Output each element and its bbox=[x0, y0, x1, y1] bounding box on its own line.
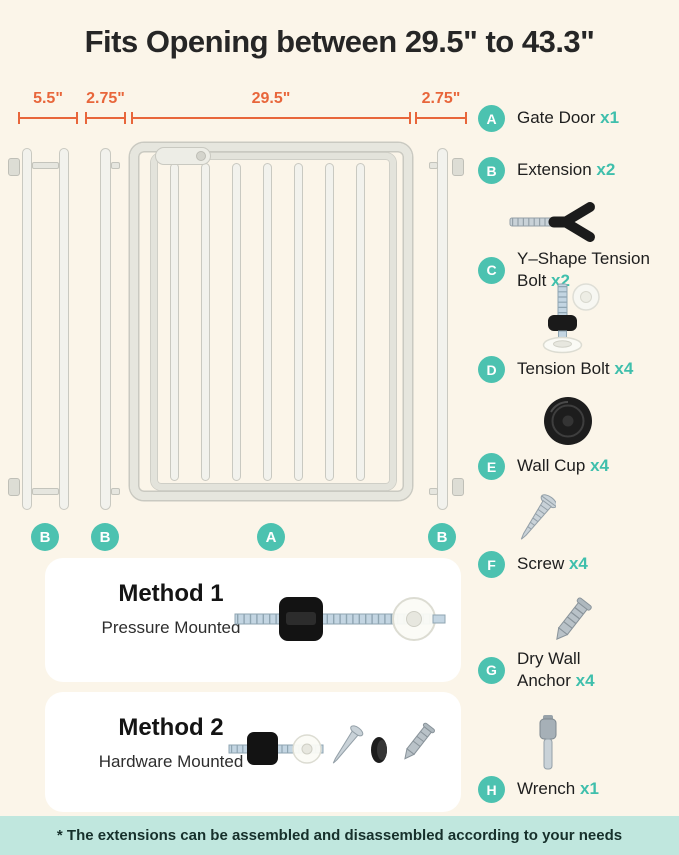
badge-extension: B bbox=[91, 523, 119, 551]
extension-wide-bar bbox=[22, 148, 32, 510]
wrench-image bbox=[539, 715, 557, 770]
method-2-card: Method 2 Hardware Mounted bbox=[45, 692, 461, 812]
drywall-anchor-image bbox=[556, 597, 592, 640]
gate-bar bbox=[356, 163, 365, 481]
dimension-line bbox=[415, 112, 467, 124]
tension-bolt-image bbox=[542, 283, 600, 354]
dimension-label: 5.5" bbox=[33, 90, 63, 107]
part-count: x4 bbox=[575, 671, 595, 691]
part-letter-badge: C bbox=[478, 256, 505, 284]
part-count: x1 bbox=[580, 779, 599, 799]
wall-cup-image bbox=[544, 397, 592, 445]
wall-cup-top-left bbox=[8, 158, 20, 176]
hardware-set-image bbox=[228, 722, 435, 765]
screw-image bbox=[520, 494, 556, 540]
part-label: Extension x2 bbox=[517, 160, 616, 180]
dimension-extension-narrow-left: 2.75" bbox=[85, 90, 126, 130]
extension-connector bbox=[111, 488, 120, 495]
footer-note: * The extensions can be assembled and di… bbox=[0, 816, 679, 855]
part-letter-badge: H bbox=[478, 776, 505, 803]
dimension-extension-narrow-right: 2.75" bbox=[415, 90, 467, 130]
part-row-drywall-anchor: G Dry Wall Anchor x4 bbox=[478, 648, 617, 692]
dimension-label: 29.5" bbox=[251, 90, 291, 107]
dimension-label: 2.75" bbox=[421, 90, 461, 107]
part-count: x4 bbox=[568, 554, 588, 574]
method-1-text: Method 1 Pressure Mounted bbox=[73, 580, 269, 638]
part-label: Dry Wall Anchor x4 bbox=[517, 649, 595, 691]
part-count: x1 bbox=[600, 108, 620, 128]
part-row-extension: B Extension x2 bbox=[478, 157, 615, 184]
part-row-gate-door: A Gate Door x1 bbox=[478, 105, 619, 132]
method-title: Method 2 bbox=[118, 714, 224, 741]
part-count: x4 bbox=[614, 359, 634, 379]
part-letter-badge: F bbox=[478, 551, 505, 578]
dimension-line bbox=[18, 112, 78, 124]
part-label: Wall Cup x4 bbox=[517, 456, 609, 476]
dimension-gate-door: 29.5" bbox=[131, 90, 411, 130]
extension-wide-bar bbox=[59, 148, 69, 510]
extension-connector bbox=[429, 162, 438, 169]
part-label: Screw x4 bbox=[517, 554, 588, 574]
pressure-bolt-image bbox=[234, 597, 446, 641]
gate-door-inner-frame bbox=[151, 153, 396, 490]
part-row-tension-bolt: D Tension Bolt x4 bbox=[478, 356, 633, 383]
badge-gate-door: A bbox=[257, 523, 285, 551]
extension-narrow-bar bbox=[100, 148, 111, 510]
part-row-screw: F Screw x4 bbox=[478, 551, 588, 578]
extension-narrow-bar bbox=[437, 148, 448, 510]
part-letter-badge: B bbox=[478, 157, 505, 184]
y-shape-tension-bolt-image bbox=[509, 202, 595, 242]
part-letter-badge: G bbox=[478, 656, 505, 684]
extension-connector bbox=[32, 162, 59, 169]
part-row-wrench: H Wrench x1 bbox=[478, 776, 599, 803]
part-count: x2 bbox=[596, 160, 616, 180]
method-subtitle: Pressure Mounted bbox=[101, 618, 241, 637]
wall-cup-bottom-right bbox=[452, 478, 464, 496]
dimension-line bbox=[85, 112, 126, 124]
wall-cup-bottom-left bbox=[8, 478, 20, 496]
part-count: x4 bbox=[590, 456, 609, 476]
part-label: Wrench x1 bbox=[517, 779, 599, 799]
gate-latch-button bbox=[196, 151, 206, 161]
method-title: Method 1 bbox=[118, 580, 224, 607]
gate-door-frame bbox=[130, 143, 412, 500]
method-2-text: Method 2 Hardware Mounted bbox=[73, 714, 269, 772]
dimension-label: 2.75" bbox=[86, 90, 125, 107]
gate-bar bbox=[325, 163, 334, 481]
page-title: Fits Opening between 29.5" to 43.3" bbox=[84, 24, 595, 59]
wall-cup-top-right bbox=[452, 158, 464, 176]
part-letter-badge: E bbox=[478, 453, 505, 480]
badge-extension: B bbox=[428, 523, 456, 551]
extension-connector bbox=[111, 162, 120, 169]
gate-bar bbox=[232, 163, 241, 481]
gate-bar bbox=[170, 163, 179, 481]
gate-bar bbox=[263, 163, 272, 481]
gate-bar bbox=[294, 163, 303, 481]
part-row-wall-cup: E Wall Cup x4 bbox=[478, 453, 609, 480]
method-subtitle: Hardware Mounted bbox=[98, 752, 244, 771]
dimension-extension-wide: 5.5" bbox=[18, 90, 78, 130]
gate-bar bbox=[201, 163, 210, 481]
extension-connector bbox=[32, 488, 59, 495]
part-letter-badge: A bbox=[478, 105, 505, 132]
extension-connector bbox=[429, 488, 438, 495]
method-1-card: Method 1 Pressure Mounted bbox=[45, 558, 461, 682]
dimension-line bbox=[131, 112, 411, 124]
part-label: Tension Bolt x4 bbox=[517, 359, 634, 379]
badge-extension: B bbox=[31, 523, 59, 551]
part-letter-badge: D bbox=[478, 356, 505, 383]
part-label: Gate Door x1 bbox=[517, 108, 620, 128]
